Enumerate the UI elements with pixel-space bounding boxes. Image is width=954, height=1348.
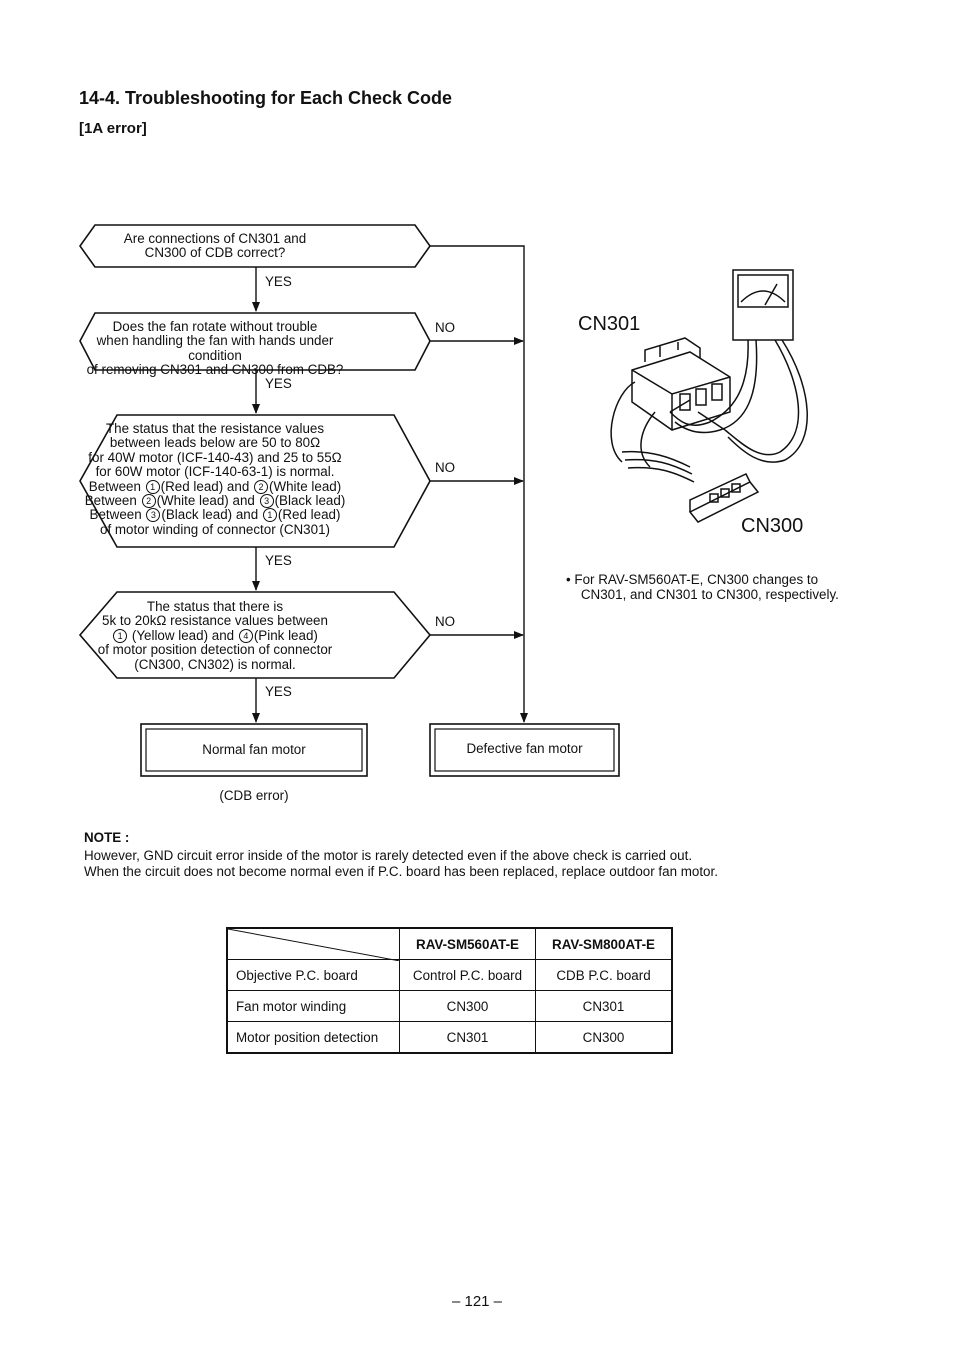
table-cell: Objective P.C. board <box>226 959 400 991</box>
table-header-cell: RAV-SM800AT-E <box>535 927 673 960</box>
result-normal-outer <box>140 723 368 777</box>
diagonal-line <box>228 929 400 961</box>
yes-label: YES <box>265 274 292 289</box>
circled-number-1: 1 <box>113 628 128 643</box>
decision-3-text: The status that the resistance values be… <box>84 421 346 537</box>
decision-2-text: Does the fan rotate without trouble when… <box>86 319 344 378</box>
circled-number-2: 2 <box>254 479 268 494</box>
circled-number-2: 2 <box>141 494 156 509</box>
circled-number-1: 1 <box>145 479 160 494</box>
yes-label: YES <box>265 553 292 568</box>
error-code-heading: [1A error] <box>79 120 147 137</box>
table-header-cell: RAV-SM560AT-E <box>399 927 536 960</box>
decision-3 <box>79 414 431 548</box>
table-header-row: RAV-SM560AT-E RAV-SM800AT-E <box>226 927 673 961</box>
table-cell: Fan motor winding <box>226 990 400 1022</box>
table-row: Objective P.C. board Control P.C. board … <box>226 959 673 991</box>
model-connector-table: RAV-SM560AT-E RAV-SM800AT-E Objective P.… <box>226 927 673 1054</box>
table-cell: CDB P.C. board <box>535 959 673 991</box>
circled-number-4: 4 <box>238 628 253 643</box>
decision-1-text: Are connections of CN301 and CN300 of CD… <box>123 231 307 261</box>
page-number: – 121 – <box>451 1293 503 1310</box>
note-body: However, GND circuit error inside of the… <box>84 848 718 879</box>
table-cell: CN301 <box>399 1021 536 1054</box>
result-normal-fan-motor: Normal fan motor <box>202 742 306 757</box>
table-row: Fan motor winding CN300 CN301 <box>226 990 673 1022</box>
table-corner-cell <box>226 927 400 961</box>
no-label: NO <box>435 460 456 475</box>
no-label: NO <box>435 614 456 629</box>
table-row: Motor position detection CN301 CN300 <box>226 1021 673 1054</box>
cn300-label: CN300 <box>741 515 804 537</box>
circled-number-1: 1 <box>262 508 277 523</box>
decision-4-text: The status that there is 5k to 20kΩ resi… <box>97 599 333 672</box>
decision-2 <box>79 312 431 371</box>
model-swap-note: • For RAV-SM560AT-E, CN300 changes to CN… <box>566 572 839 602</box>
no-label: NO <box>435 320 456 335</box>
table-cell: Motor position detection <box>226 1021 400 1054</box>
decision-4 <box>78 591 432 679</box>
page-title: 14-4. Troubleshooting for Each Check Cod… <box>79 88 453 108</box>
decision-1 <box>79 224 431 268</box>
note-title: NOTE : <box>84 830 130 845</box>
table-cell: CN301 <box>535 990 673 1022</box>
yes-label: YES <box>265 376 292 391</box>
result-defective-outer <box>429 723 620 777</box>
result-defective-fan-motor: Defective fan motor <box>466 741 583 756</box>
circled-number-3: 3 <box>146 508 161 523</box>
cn301-label: CN301 <box>578 313 641 335</box>
cdb-error-label: (CDB error) <box>219 788 289 803</box>
table-cell: Control P.C. board <box>399 959 536 991</box>
table-cell: CN300 <box>399 990 536 1022</box>
circled-number-3: 3 <box>259 494 274 509</box>
table-cell: CN300 <box>535 1021 673 1054</box>
yes-label: YES <box>265 684 292 699</box>
connector-meter-illustration <box>610 269 808 523</box>
